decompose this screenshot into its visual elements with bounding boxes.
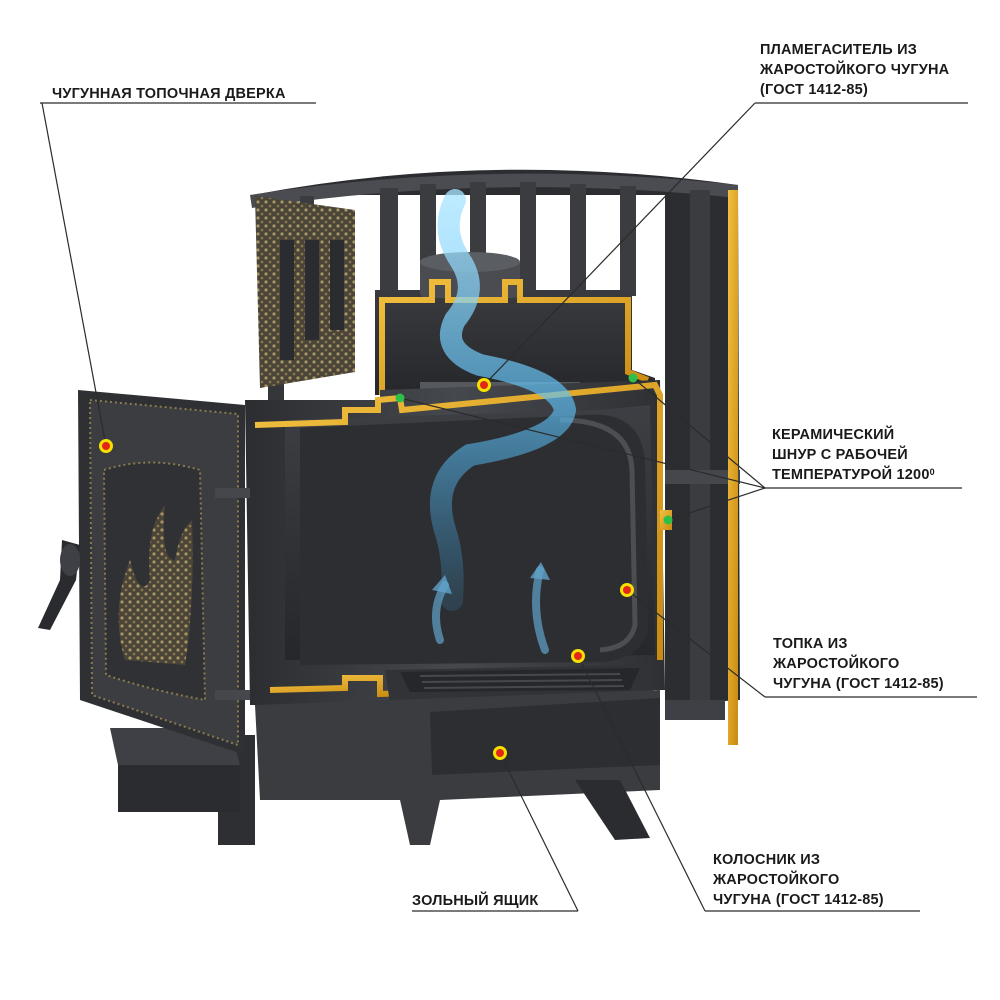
- gas-flow: [429, 189, 577, 654]
- label-flame-damper: ПЛАМЕГАСИТЕЛЬ ИЗ ЖАРОСТОЙКОГО ЧУГУНА (ГО…: [760, 42, 950, 98]
- marker-flame-damper: [477, 378, 491, 392]
- firebox-door: [38, 390, 250, 755]
- leader-lines: [40, 102, 977, 912]
- label-firebox: ТОПКА ИЗ ЖАРОСТОЙКОГО ЧУГУНА (ГОСТ 1412-…: [773, 636, 944, 692]
- bronze-ornament-panel: [255, 196, 355, 388]
- marker-ceramic-cord: [395, 373, 673, 525]
- marker-grate: [571, 649, 585, 663]
- marker-ash-box: [493, 746, 507, 760]
- label-grate: КОЛОСНИК ИЗ ЖАРОСТОЙКОГО ЧУГУНА (ГОСТ 14…: [713, 852, 884, 908]
- ash-box: [110, 690, 660, 845]
- marker-door: [99, 439, 113, 453]
- marker-firebox: [620, 583, 634, 597]
- label-door: ЧУГУННАЯ ТОПОЧНАЯ ДВЕРКА: [52, 86, 286, 102]
- label-ash-box: ЗОЛЬНЫЙ ЯЩИК: [412, 893, 539, 909]
- label-ceramic-cord: КЕРАМИЧЕСКИЙ ШНУР С РАБОЧЕЙ ТЕМПЕРАТУРОЙ…: [772, 427, 935, 483]
